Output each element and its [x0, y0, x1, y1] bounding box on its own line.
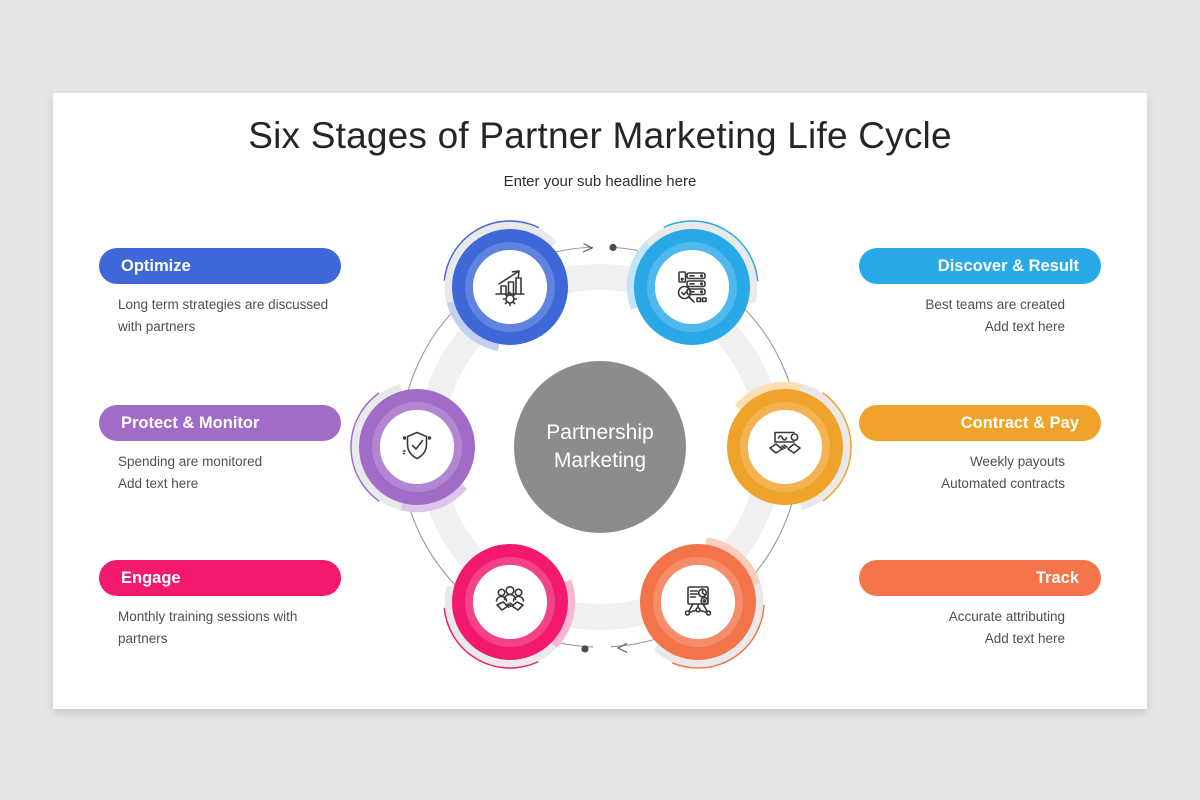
flow-dot-top [609, 243, 617, 252]
flow-arrow-top [582, 242, 617, 253]
node-protect-monitor [347, 377, 487, 517]
node-contract-pay [715, 377, 855, 517]
handshake-contract-icon [769, 431, 801, 454]
node-optimize [440, 217, 580, 357]
stage-desc-engage: Monthly training sessions with partners [118, 606, 378, 649]
desc-line: Accurate attributing [948, 609, 1065, 624]
node-engage [440, 532, 580, 672]
stage-desc-contract-pay: Weekly payouts Automated contracts [841, 451, 1083, 494]
desc-line: partners [118, 630, 168, 646]
desc-line: Automated contracts [941, 475, 1065, 491]
page-title: Six Stages of Partner Marketing Life Cyc… [248, 115, 952, 156]
page-subtitle: Enter your sub headline here [503, 173, 697, 190]
stage-desc-track: Accurate attributing Add text here [841, 606, 1083, 649]
slide-card: Six Stages of Partner Marketing Life Cyc… [53, 93, 1147, 709]
desc-line: Weekly payouts [969, 454, 1065, 469]
shield-check-icon [402, 431, 432, 460]
flow-arrow-bottom [581, 642, 628, 654]
flow-dot-bottom [581, 645, 589, 653]
data-search-icon [677, 271, 707, 303]
stage-pill-protect-monitor: Protect & Monitor [99, 405, 341, 441]
stage-pill-engage: Engage [99, 560, 341, 596]
stage-pill-track: Track [859, 560, 1101, 596]
analytics-board-icon [684, 586, 712, 616]
desc-line: Add text here [118, 475, 199, 491]
stage-desc-protect-monitor: Spending are monitored Add text here [118, 451, 378, 494]
node-discover-result [622, 217, 762, 357]
desc-line: with partners [118, 318, 196, 334]
stage-pill-discover-result: Discover & Result [859, 248, 1101, 284]
node-track [628, 532, 768, 672]
stage-pill-optimize: Optimize [99, 248, 341, 284]
desc-line: Monthly training sessions with [118, 609, 298, 624]
stage-desc-optimize: Long term strategies are discussed with … [118, 294, 378, 337]
desc-line: Add text here [984, 630, 1065, 646]
stage-desc-discover-result: Best teams are created Add text here [841, 294, 1083, 337]
center-label-line2: Marketing [553, 449, 647, 472]
team-handshake-icon [495, 585, 525, 611]
growth-chart-icon [495, 270, 525, 307]
desc-line: Best teams are created [925, 297, 1065, 312]
desc-line: Spending are monitored [118, 454, 263, 469]
center-label-line1: Partnership [546, 421, 654, 444]
stage-pill-contract-pay: Contract & Pay [859, 405, 1101, 441]
desc-line: Long term strategies are discussed [118, 297, 329, 312]
center-hub: Partnership Marketing [514, 361, 686, 533]
desc-line: Add text here [984, 318, 1065, 334]
